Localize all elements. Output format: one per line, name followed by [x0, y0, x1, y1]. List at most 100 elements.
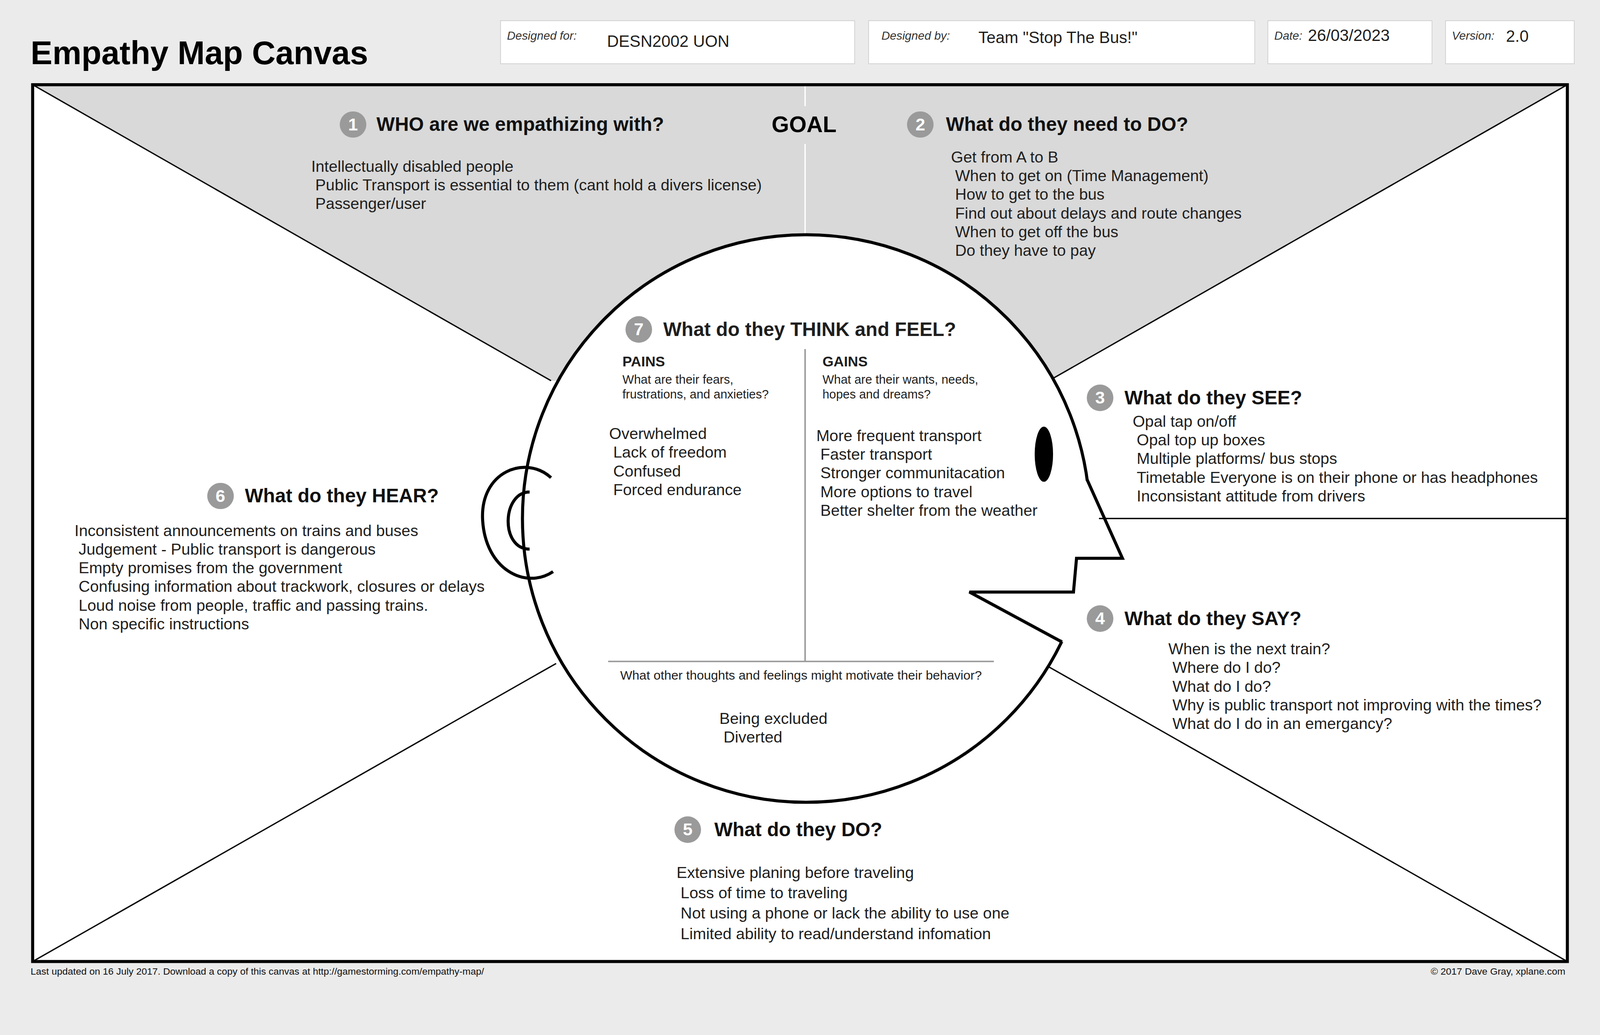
section-heading: What do they SEE?: [1124, 386, 1303, 410]
list-item: Public Transport is essential to them (c…: [315, 175, 762, 195]
list-item: Passenger/user: [315, 194, 426, 214]
field-value: 2.0: [1505, 26, 1529, 47]
field-value: DESN2002 UON: [606, 31, 730, 52]
column-prompt: What are their fears, frustrations, and …: [622, 372, 791, 402]
list-item: Better shelter from the weather: [820, 500, 1038, 520]
empathy-section: WHO are we empathizing with?Intellectual…: [305, 102, 796, 225]
head-outline: [522, 234, 1090, 802]
goal-band: [32, 84, 1568, 381]
callout-number: 5: [674, 816, 702, 843]
divider: [32, 663, 556, 962]
canvas-title: Empathy Map Canvas: [30, 33, 369, 73]
empathy-section: What do they HEAR? Inconsistent announcem…: [61, 474, 531, 638]
callout-number: 3: [1086, 384, 1114, 412]
list-item: More frequent transport: [816, 426, 982, 446]
callout-number: 7: [625, 316, 653, 343]
list-item: Empty promises from the government: [78, 558, 343, 578]
field-value: Team "Stop The Bus!": [978, 27, 1138, 48]
list-item: Limited ability to read/understand infom…: [680, 924, 991, 944]
list-item: Faster transport: [820, 444, 932, 464]
empathy-section: What do they SEE?Opal tap on/offOpal top…: [1091, 377, 1568, 511]
empathy-section: What do they SAY? When is the next train?…: [1086, 596, 1567, 740]
ear-outer: [482, 467, 553, 579]
header-field: Designed by: Team "Stop The Bus!": [868, 20, 1255, 65]
list-item: Non specific instructions: [78, 614, 250, 634]
list-item: Get from A to B: [950, 147, 1059, 167]
callout-number: 6: [207, 482, 234, 510]
canvas-frame: GOALWHO are we empathizing with?Intellec…: [32, 84, 1568, 962]
face-mask: [1061, 480, 1118, 642]
list-item: Stronger communitacation: [820, 463, 1005, 483]
list-item: Intellectually disabled people: [311, 157, 514, 176]
list-item: What do I do in an emergancy?: [1172, 714, 1393, 734]
list-item: Do they have to pay: [955, 240, 1096, 260]
callout-number: 1: [339, 111, 367, 139]
column-divider: [804, 349, 807, 662]
goal-divider: [804, 84, 806, 237]
field-value: 26/03/2023: [1307, 25, 1390, 46]
ear-inner: [508, 492, 530, 550]
frame-outline: [32, 84, 1568, 962]
header-field: Version: 2.0: [1445, 20, 1575, 65]
footer-note: © 2017 Dave Gray, xplane.com: [1430, 965, 1566, 978]
divider-lines: [32, 84, 1568, 962]
list-item: Lack of freedom: [613, 442, 727, 462]
list-item: Why is public transport not improving wi…: [1172, 695, 1542, 715]
list-item: When is the next train?: [1168, 639, 1330, 659]
empathy-section: What do they need to DO?Get from A to BW…: [898, 102, 1327, 266]
list-item: Loss of time to traveling: [680, 883, 848, 903]
list-item: Inconsistent announcements on trains and…: [74, 521, 418, 541]
list-item: Where do I do?: [1172, 657, 1281, 677]
divider: [1042, 663, 1568, 962]
footer-note: Last updated on 16 July 2017. Download a…: [30, 965, 485, 978]
section-heading: What do they SAY?: [1124, 606, 1302, 631]
list-item: Multiple platforms/ bus stops: [1136, 449, 1338, 469]
callout-number: 2: [906, 111, 934, 139]
list-item: Forced endurance: [613, 480, 742, 500]
goal-label: GOAL: [771, 110, 837, 139]
list-item: Opal top up boxes: [1136, 430, 1265, 450]
list-item: Timetable Everyone is on their phone or …: [1136, 468, 1538, 488]
empathy-section: What do they DO?Extensive planing before…: [668, 811, 1077, 954]
list-item: When to get on (Time Management): [955, 166, 1209, 186]
column-heading: GAINS: [822, 352, 868, 371]
eye: [1034, 426, 1054, 482]
list-item: Diverted: [723, 727, 783, 747]
list-item: Confused: [613, 461, 681, 481]
list-item: Inconsistant attitude from drivers: [1136, 486, 1365, 506]
list-item: Judgement - Public transport is dangerou…: [78, 539, 376, 559]
section-heading: What do they need to DO?: [945, 112, 1189, 136]
list-item: When to get off the bus: [955, 222, 1119, 242]
field-label: Designed for:: [506, 28, 577, 43]
list-item: Extensive planing before traveling: [676, 863, 914, 883]
prompt: What other thoughts and feelings might m…: [620, 667, 983, 683]
list-item: Being excluded: [719, 709, 828, 729]
callout-number: 4: [1086, 605, 1114, 632]
field-label: Date:: [1274, 28, 1303, 43]
list-item: More options to travel: [820, 482, 973, 502]
section-heading: What do they HEAR?: [244, 484, 439, 508]
header-field: Designed for: DESN2002 UON: [500, 20, 856, 65]
field-label: Designed by:: [881, 28, 950, 43]
field-label: Version:: [1451, 28, 1495, 43]
divider: [1099, 517, 1568, 520]
list-item: Confusing information about trackwork, c…: [78, 576, 485, 596]
list-item: Overwhelmed: [609, 424, 707, 444]
section-heading: What do they THINK and FEEL?: [663, 317, 957, 342]
list-item: Not using a phone or lack the ability to…: [680, 903, 1010, 923]
list-item: How to get to the bus: [955, 184, 1105, 204]
column-prompt: What are their wants, needs, hopes and d…: [822, 372, 991, 402]
list-item: Find out about delays and route changes: [955, 203, 1242, 223]
header-field: Date: 26/03/2023: [1267, 20, 1433, 65]
divider: [804, 143, 806, 237]
column-heading: PAINS: [622, 352, 666, 371]
list-item: Loud noise from people, traffic and pass…: [78, 595, 428, 615]
divider: [804, 84, 806, 107]
column-divider: [608, 660, 994, 663]
head-circle: What do they THINK and FEEL?PAINSWhat ar…: [522, 234, 1090, 802]
list-item: Opal tap on/off: [1132, 411, 1237, 431]
list-item: What do I do?: [1172, 676, 1271, 696]
frame-ground: [32, 84, 1568, 962]
